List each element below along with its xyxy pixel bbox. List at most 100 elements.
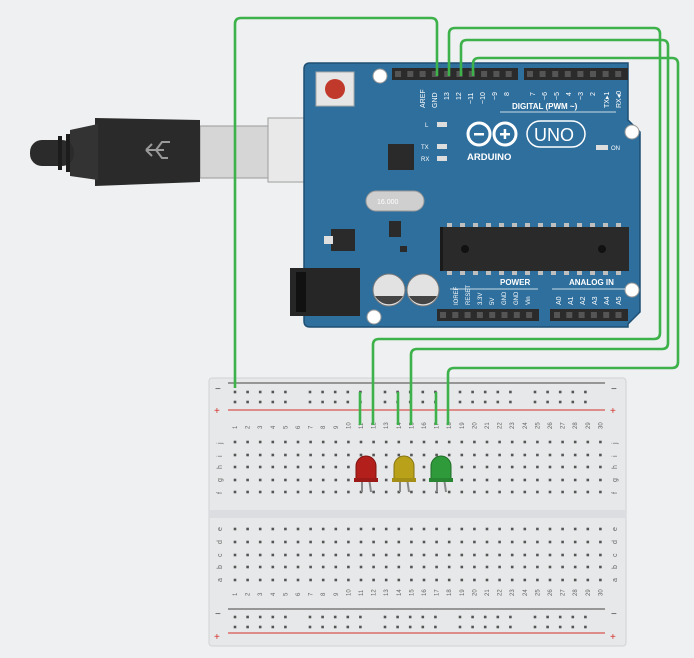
- breadboard-hole[interactable]: [561, 527, 564, 531]
- breadboard-hole[interactable]: [536, 553, 539, 557]
- breadboard-hole[interactable]: [561, 578, 564, 582]
- rail-hole[interactable]: [383, 625, 387, 629]
- breadboard-hole[interactable]: [410, 565, 413, 569]
- rail-hole[interactable]: [258, 625, 262, 629]
- breadboard-hole[interactable]: [435, 453, 438, 457]
- rail-hole[interactable]: [321, 625, 324, 629]
- header-hole[interactable]: [527, 71, 533, 77]
- rail-hole[interactable]: [533, 625, 537, 629]
- rail-hole[interactable]: [321, 400, 324, 404]
- rail-hole[interactable]: [584, 390, 587, 394]
- breadboard-hole[interactable]: [460, 565, 464, 569]
- rail-hole[interactable]: [346, 400, 350, 404]
- breadboard-hole[interactable]: [372, 490, 375, 494]
- rail-hole[interactable]: [233, 615, 237, 619]
- breadboard-hole[interactable]: [372, 440, 375, 444]
- header-hole[interactable]: [505, 71, 512, 77]
- breadboard-hole[interactable]: [473, 565, 476, 569]
- breadboard-hole[interactable]: [561, 490, 564, 494]
- breadboard-hole[interactable]: [271, 490, 275, 494]
- breadboard-hole[interactable]: [422, 527, 426, 531]
- breadboard-hole[interactable]: [271, 540, 275, 544]
- breadboard-hole[interactable]: [510, 578, 514, 582]
- breadboard-hole[interactable]: [422, 453, 426, 457]
- breadboard-hole[interactable]: [460, 553, 464, 557]
- breadboard-hole[interactable]: [498, 490, 501, 494]
- breadboard-hole[interactable]: [548, 453, 552, 457]
- breadboard-hole[interactable]: [397, 553, 401, 557]
- breadboard-hole[interactable]: [422, 553, 426, 557]
- breadboard-hole[interactable]: [271, 527, 275, 531]
- breadboard-hole[interactable]: [510, 465, 514, 469]
- breadboard-hole[interactable]: [561, 565, 564, 569]
- breadboard-hole[interactable]: [498, 578, 501, 582]
- breadboard-hole[interactable]: [258, 565, 262, 569]
- header-hole[interactable]: [476, 312, 483, 318]
- header-hole[interactable]: [493, 71, 500, 77]
- breadboard-hole[interactable]: [296, 553, 300, 557]
- breadboard-hole[interactable]: [321, 478, 325, 482]
- breadboard-hole[interactable]: [334, 478, 338, 482]
- breadboard-hole[interactable]: [233, 490, 237, 494]
- breadboard-hole[interactable]: [309, 453, 312, 457]
- rail-hole[interactable]: [346, 390, 350, 394]
- breadboard-hole[interactable]: [536, 578, 539, 582]
- breadboard-hole[interactable]: [447, 490, 451, 494]
- breadboard-hole[interactable]: [246, 490, 249, 494]
- rail-hole[interactable]: [496, 390, 500, 394]
- breadboard-hole[interactable]: [284, 478, 287, 482]
- breadboard-hole[interactable]: [410, 553, 413, 557]
- breadboard-hole[interactable]: [309, 527, 312, 531]
- rail-hole[interactable]: [471, 400, 474, 404]
- breadboard-hole[interactable]: [510, 478, 514, 482]
- breadboard-hole[interactable]: [498, 565, 501, 569]
- breadboard-hole[interactable]: [296, 465, 300, 469]
- breadboard-hole[interactable]: [422, 440, 426, 444]
- breadboard-hole[interactable]: [271, 465, 275, 469]
- breadboard-hole[interactable]: [586, 527, 590, 531]
- rail-hole[interactable]: [509, 615, 512, 619]
- rail-hole[interactable]: [458, 400, 462, 404]
- breadboard-hole[interactable]: [359, 553, 363, 557]
- breadboard-hole[interactable]: [485, 540, 489, 544]
- rail-hole[interactable]: [496, 615, 500, 619]
- yellow-led[interactable]: [392, 455, 416, 493]
- breadboard-hole[interactable]: [296, 490, 300, 494]
- breadboard-hole[interactable]: [498, 440, 501, 444]
- wire-pin-13[interactable]: [371, 26, 662, 425]
- rail-hole[interactable]: [321, 615, 324, 619]
- breadboard-hole[interactable]: [347, 553, 350, 557]
- breadboard-hole[interactable]: [485, 578, 489, 582]
- rail-hole[interactable]: [571, 400, 575, 404]
- breadboard-hole[interactable]: [435, 440, 438, 444]
- breadboard-hole[interactable]: [347, 440, 350, 444]
- breadboard-hole[interactable]: [498, 527, 501, 531]
- breadboard-hole[interactable]: [586, 478, 590, 482]
- breadboard-hole[interactable]: [347, 490, 350, 494]
- breadboard-hole[interactable]: [321, 465, 325, 469]
- header-hole[interactable]: [419, 71, 426, 77]
- breadboard-hole[interactable]: [586, 565, 590, 569]
- header-hole[interactable]: [481, 71, 488, 77]
- breadboard-hole[interactable]: [485, 527, 489, 531]
- breadboard-hole[interactable]: [485, 465, 489, 469]
- rail-hole[interactable]: [483, 625, 487, 629]
- rail-hole[interactable]: [246, 625, 249, 629]
- rail-hole[interactable]: [533, 615, 537, 619]
- rail-hole[interactable]: [558, 625, 562, 629]
- breadboard-hole[interactable]: [397, 578, 401, 582]
- breadboard-hole[interactable]: [573, 578, 577, 582]
- breadboard-hole[interactable]: [384, 540, 388, 544]
- breadboard-hole[interactable]: [321, 527, 325, 531]
- rail-hole[interactable]: [308, 400, 312, 404]
- breadboard-hole[interactable]: [536, 565, 539, 569]
- breadboard-hole[interactable]: [510, 490, 514, 494]
- breadboard-hole[interactable]: [233, 553, 237, 557]
- breadboard-hole[interactable]: [460, 440, 464, 444]
- breadboard-hole[interactable]: [372, 565, 375, 569]
- breadboard-hole[interactable]: [258, 465, 262, 469]
- power-jack[interactable]: [290, 268, 360, 316]
- breadboard-hole[interactable]: [435, 578, 438, 582]
- breadboard-hole[interactable]: [473, 553, 476, 557]
- breadboard-hole[interactable]: [359, 578, 363, 582]
